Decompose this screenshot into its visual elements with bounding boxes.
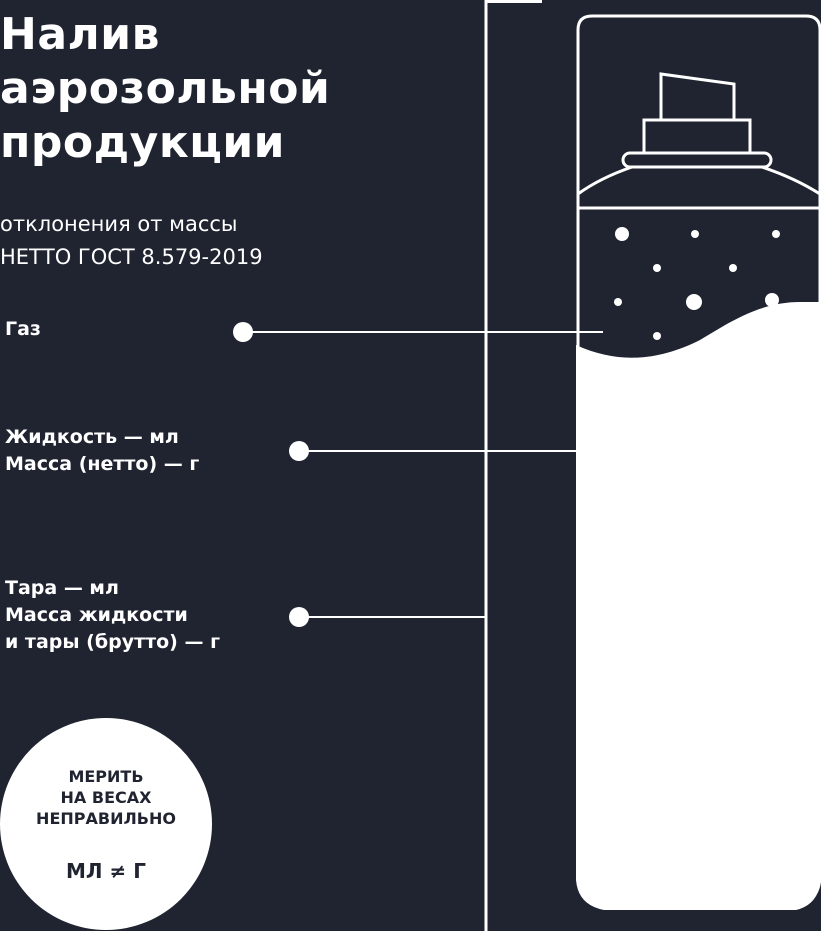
tare-label: Тара — мл Масса жидкости и тары (брутто)… bbox=[5, 575, 220, 656]
valve-collar bbox=[621, 151, 773, 169]
gas-bubble bbox=[615, 227, 629, 241]
title-line: аэрозольной bbox=[0, 63, 331, 114]
gas-bubbles bbox=[614, 227, 780, 340]
subtitle-line: отклонения от массы bbox=[0, 212, 238, 236]
gas-bubble bbox=[686, 294, 702, 310]
title-line: Налив bbox=[0, 9, 160, 60]
liquid-fill bbox=[576, 302, 821, 910]
badge-text: МЕРИТЬ НА ВЕСАХ НЕПРАВИЛЬНО bbox=[0, 766, 212, 829]
badge-line: НЕПРАВИЛЬНО bbox=[36, 809, 176, 828]
liquid-label: Жидкость — мл Масса (нетто) — г bbox=[5, 424, 199, 478]
title-line: продукции bbox=[0, 117, 285, 168]
gross-mass-text: Масса жидкости bbox=[5, 604, 188, 626]
tare-marker-dot bbox=[289, 607, 309, 627]
gas-bubble bbox=[653, 332, 661, 340]
badge-formula: МЛ ≠ Г bbox=[66, 859, 146, 883]
nozzle-stem bbox=[642, 118, 752, 155]
gas-marker-dot bbox=[233, 322, 253, 342]
can-shoulder bbox=[576, 165, 821, 210]
gas-label-text: Газ bbox=[5, 318, 41, 340]
warning-badge: МЕРИТЬ НА ВЕСАХ НЕПРАВИЛЬНО МЛ ≠ Г bbox=[0, 718, 212, 930]
can-cap-outline bbox=[576, 14, 821, 208]
page-title: Налив аэрозольной продукции bbox=[0, 8, 330, 170]
gas-bubble bbox=[614, 298, 622, 306]
net-mass-text: Масса (нетто) — г bbox=[5, 453, 200, 475]
badge-line: МЕРИТЬ bbox=[68, 767, 144, 786]
gas-bubble bbox=[729, 264, 737, 272]
gas-label: Газ bbox=[5, 316, 41, 343]
gas-bubble bbox=[653, 264, 661, 272]
gross-mass-text-cont: и тары (брутто) — г bbox=[5, 631, 221, 653]
tare-volume-text: Тара — мл bbox=[5, 577, 119, 599]
badge-line: НА ВЕСАХ bbox=[60, 788, 152, 807]
nozzle-icon bbox=[659, 72, 736, 122]
liquid-marker-dot bbox=[289, 441, 309, 461]
gas-bubble bbox=[765, 293, 779, 307]
subtitle: отклонения от массы НЕТТО ГОСТ 8.579-201… bbox=[0, 208, 263, 274]
gas-bubble bbox=[772, 230, 780, 238]
liquid-volume-text: Жидкость — мл bbox=[5, 426, 179, 448]
gas-bubble bbox=[691, 230, 699, 238]
subtitle-line: НЕТТО ГОСТ 8.579-2019 bbox=[0, 245, 263, 269]
